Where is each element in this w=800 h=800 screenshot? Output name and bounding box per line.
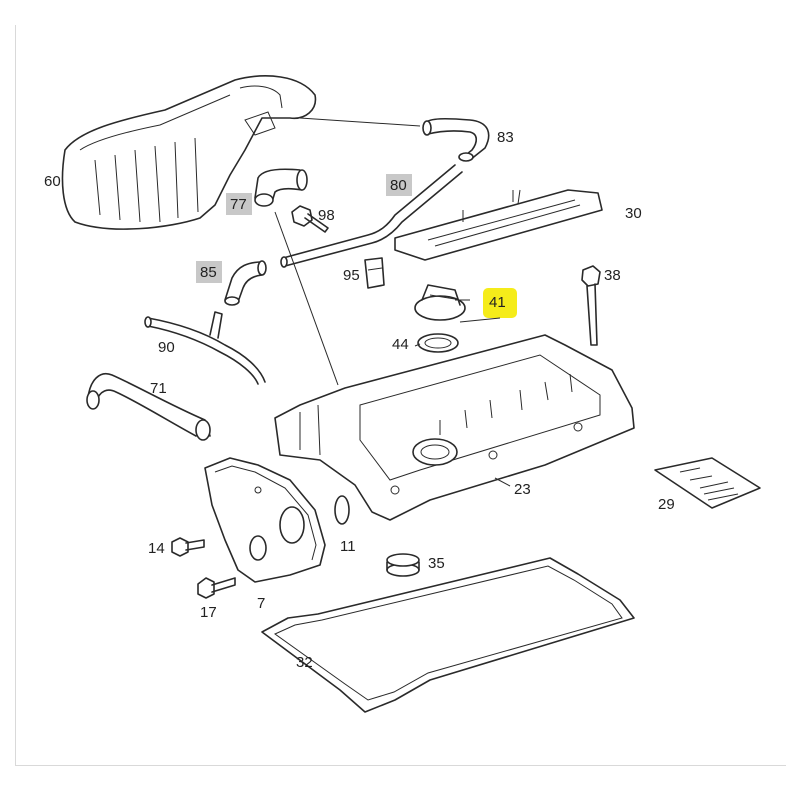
callout-tag-bg [196,261,222,283]
callout-35: 35 [428,555,445,572]
callout-text: 44 [392,336,409,353]
callout-71: 71 [150,380,167,397]
callout-85: 85 [196,261,222,283]
leader-line [494,477,511,487]
callout-32: 32 [296,654,313,671]
callout-83: 83 [497,129,514,146]
callout-text: 32 [296,654,313,671]
part-90-breather-pipe [144,311,266,385]
callout-tag-bg [386,174,412,196]
callout-text: 29 [658,496,675,513]
callout-17: 17 [200,604,217,621]
callout-98: 98 [318,207,335,224]
callout-29: 29 [658,496,675,513]
part-38-long-bolt [581,265,601,346]
leader-line [414,343,421,347]
diagram-frame [15,25,786,766]
part-23-valve-cover [274,334,635,521]
callout-text: 77 [230,196,247,213]
callout-77: 77 [226,193,252,215]
part-60-intake-housing [61,75,317,230]
callout-text: 14 [148,540,165,557]
callout-text: 80 [390,177,407,194]
part-41-filler-cap [414,284,466,321]
callout-95: 95 [343,267,360,284]
part-30-cover-plate [394,189,603,261]
part-85-elbow-hose [224,260,267,306]
callout-text: 98 [318,207,335,224]
part-17-bolt [197,577,236,599]
callout-labels: 60 83 80 77 98 30 85 95 38 41 44 90 71 23 29 14 11 35 17 7 3… [44,129,675,671]
part-77-elbow-hose [254,168,308,207]
callout-38: 38 [604,267,621,284]
callout-60: 60 [44,173,61,190]
part-71-hose [86,373,211,441]
part-95-clip [364,257,385,289]
callout-text: 71 [150,380,167,397]
callout-text: 60 [44,173,61,190]
callout-text: 90 [158,339,175,356]
callout-text: 83 [497,129,514,146]
part-83-hose [422,117,490,162]
callout-text: 85 [200,264,217,281]
callout-text: 17 [200,604,217,621]
callout-text: 41 [489,294,506,311]
callout-text: 30 [625,205,642,222]
callout-text: 38 [604,267,621,284]
callout-30: 30 [625,205,642,222]
part-7-timing-cover [204,457,326,583]
callout-text: 35 [428,555,445,572]
leader-line [459,317,501,323]
callout-text: 11 [340,538,356,555]
callout-11: 11 [340,538,356,555]
part-98-bolt [291,205,329,233]
callout-44: 44 [392,336,409,353]
callout-7: 7 [257,595,265,612]
callout-14: 14 [148,540,165,557]
callout-text: 95 [343,267,360,284]
part-14-bolt [171,537,205,557]
part-35-plug-seal [386,553,420,577]
callout-text: 7 [257,595,265,612]
callout-90: 90 [158,339,175,356]
callout-80: 80 [386,174,412,196]
callout-41: 41 [483,288,517,318]
part-44-seal-ring [417,333,459,353]
callout-highlight-bg [483,288,517,318]
callout-tag-bg [226,193,252,215]
part-11-o-ring [334,495,350,525]
part-80-vent-hose [280,164,463,268]
part-32-gasket [261,557,635,713]
callout-23: 23 [514,481,531,498]
callout-text: 23 [514,481,531,498]
part-29-label-card [654,457,761,509]
